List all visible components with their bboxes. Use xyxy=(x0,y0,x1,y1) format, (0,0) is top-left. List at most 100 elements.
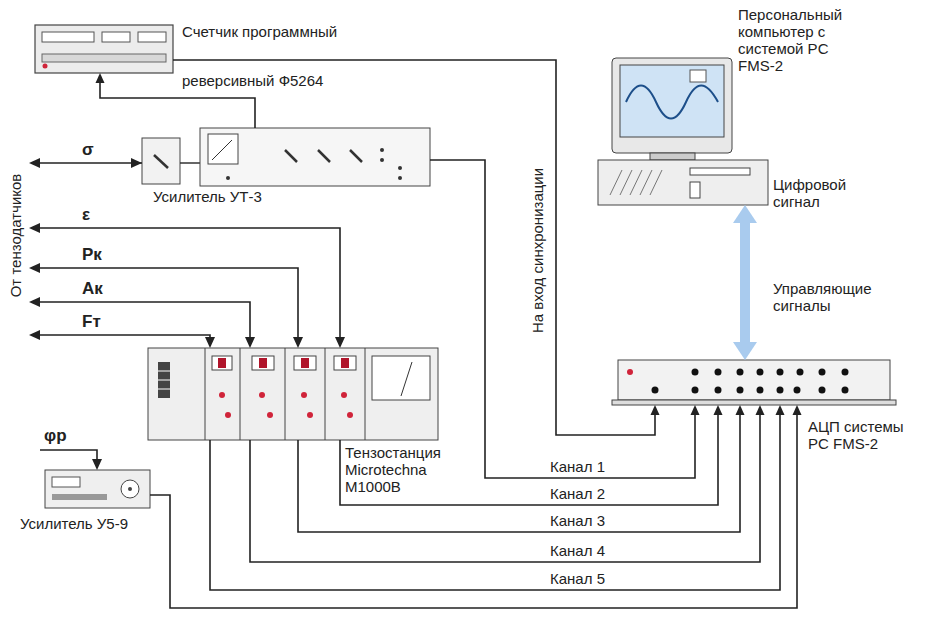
arrowhead xyxy=(96,73,105,83)
station-meter xyxy=(372,356,430,400)
sensor-wires xyxy=(32,163,340,468)
module-knob xyxy=(347,412,353,418)
personal-computer: Персональный компьютер с системой PC FMS… xyxy=(598,58,768,205)
channel-label: На вход синхронизации xyxy=(530,165,547,334)
signal-cable xyxy=(298,413,740,532)
note-label: От тензодатчиков xyxy=(8,173,25,297)
indicator-dot xyxy=(226,176,230,180)
module-window xyxy=(252,356,274,370)
knob xyxy=(285,150,297,162)
module-indicator xyxy=(259,358,267,368)
channel-label: Канал 5 xyxy=(548,570,607,587)
device-label: Тензостанция Microtechna M1000B xyxy=(345,444,470,495)
arrowhead xyxy=(651,405,660,415)
signal-cable xyxy=(430,160,695,478)
adc-unit: АЦП системы PC FMS-2 xyxy=(618,360,890,405)
counter-display xyxy=(102,32,130,42)
module-window xyxy=(212,356,232,370)
device-label: реверсивный Ф5264 xyxy=(182,72,323,89)
disk-drive xyxy=(690,168,750,175)
module-divider xyxy=(205,348,206,440)
signal-name: Aк xyxy=(82,279,103,298)
monitor xyxy=(612,58,732,153)
arrowhead xyxy=(793,405,802,415)
knob xyxy=(154,155,168,168)
arrowhead xyxy=(736,405,745,415)
module-knob xyxy=(225,412,231,418)
monitor-stand xyxy=(650,153,695,160)
module-knob xyxy=(259,392,265,398)
channel-label: Канал 1 xyxy=(548,458,607,475)
module-knob xyxy=(341,392,347,398)
module-divider xyxy=(365,348,366,440)
counter-display xyxy=(138,32,166,42)
adc-jacks xyxy=(652,369,849,394)
module-divider xyxy=(325,348,326,440)
screen-waveform xyxy=(626,86,718,119)
module-divider xyxy=(240,348,241,440)
meter xyxy=(208,134,238,164)
device-label: Счетчик программный xyxy=(182,23,337,40)
signal-cable xyxy=(150,413,797,608)
module-window xyxy=(334,356,356,370)
module-knob xyxy=(307,412,313,418)
power-led xyxy=(627,369,633,375)
channel-label: Канал 3 xyxy=(548,512,607,529)
module-window xyxy=(294,356,316,370)
screen-window xyxy=(690,70,706,82)
module-knob xyxy=(219,392,225,398)
indicator-dot xyxy=(398,166,402,170)
module-knob xyxy=(301,392,307,398)
note-label: Цифровой сигнал xyxy=(773,176,883,210)
adc-body xyxy=(618,360,890,400)
adc-base xyxy=(612,400,896,405)
knob xyxy=(350,150,362,162)
disk-slot xyxy=(690,182,700,198)
device-label: Усилитель У5-9 xyxy=(20,515,128,532)
amplifier-buttons xyxy=(52,494,107,500)
data-link xyxy=(740,221,750,344)
indicator-dot xyxy=(380,158,384,162)
arrowhead xyxy=(733,205,757,223)
channel-label: Канал 4 xyxy=(548,542,607,559)
input-block xyxy=(142,138,180,184)
module-indicator xyxy=(341,358,349,368)
signal-cable xyxy=(340,413,718,505)
indicator-dot xyxy=(43,64,48,69)
counter-device: Счетчик программныйреверсивный Ф5264 xyxy=(35,25,173,73)
wire xyxy=(180,162,200,164)
arrowhead xyxy=(691,405,700,415)
device-label: Усилитель УТ-3 xyxy=(153,188,262,205)
module-indicator xyxy=(301,358,309,368)
counter-display xyxy=(42,32,94,42)
counter-buttons xyxy=(42,54,166,62)
led-gap xyxy=(158,371,170,372)
arrowhead xyxy=(714,405,723,415)
amplifier-display xyxy=(52,477,80,487)
signal-name: φр xyxy=(44,426,67,445)
arrowhead xyxy=(756,405,765,415)
signal-cable xyxy=(173,60,655,435)
computer-case xyxy=(598,160,768,205)
arrowhead xyxy=(776,405,785,415)
counter-body xyxy=(35,25,173,73)
signal-name: Pк xyxy=(82,245,102,264)
device-label: АЦП системы PC FMS-2 xyxy=(808,418,916,452)
meter-needle xyxy=(212,140,232,160)
amplifier-device: Усилитель У5-9 xyxy=(45,470,150,508)
indicator-dot xyxy=(398,176,402,180)
signal-name: Fт xyxy=(82,312,101,331)
channel-label: Канал 2 xyxy=(548,485,607,502)
led-gap xyxy=(158,389,170,390)
amplifier-body xyxy=(200,128,430,186)
strain-station: Тензостанция Microtechna M1000B xyxy=(148,348,438,440)
device-label: Персональный компьютер с системой PC FMS… xyxy=(738,6,858,74)
amplifier-device: Усилитель УТ-3 xyxy=(200,128,430,186)
led-stack xyxy=(158,362,170,398)
module-indicator xyxy=(218,358,226,368)
amplifier-dial xyxy=(128,487,132,491)
led-gap xyxy=(158,380,170,381)
indicator-dot xyxy=(380,148,384,152)
module-knob xyxy=(267,412,273,418)
monitor-screen xyxy=(620,65,724,137)
